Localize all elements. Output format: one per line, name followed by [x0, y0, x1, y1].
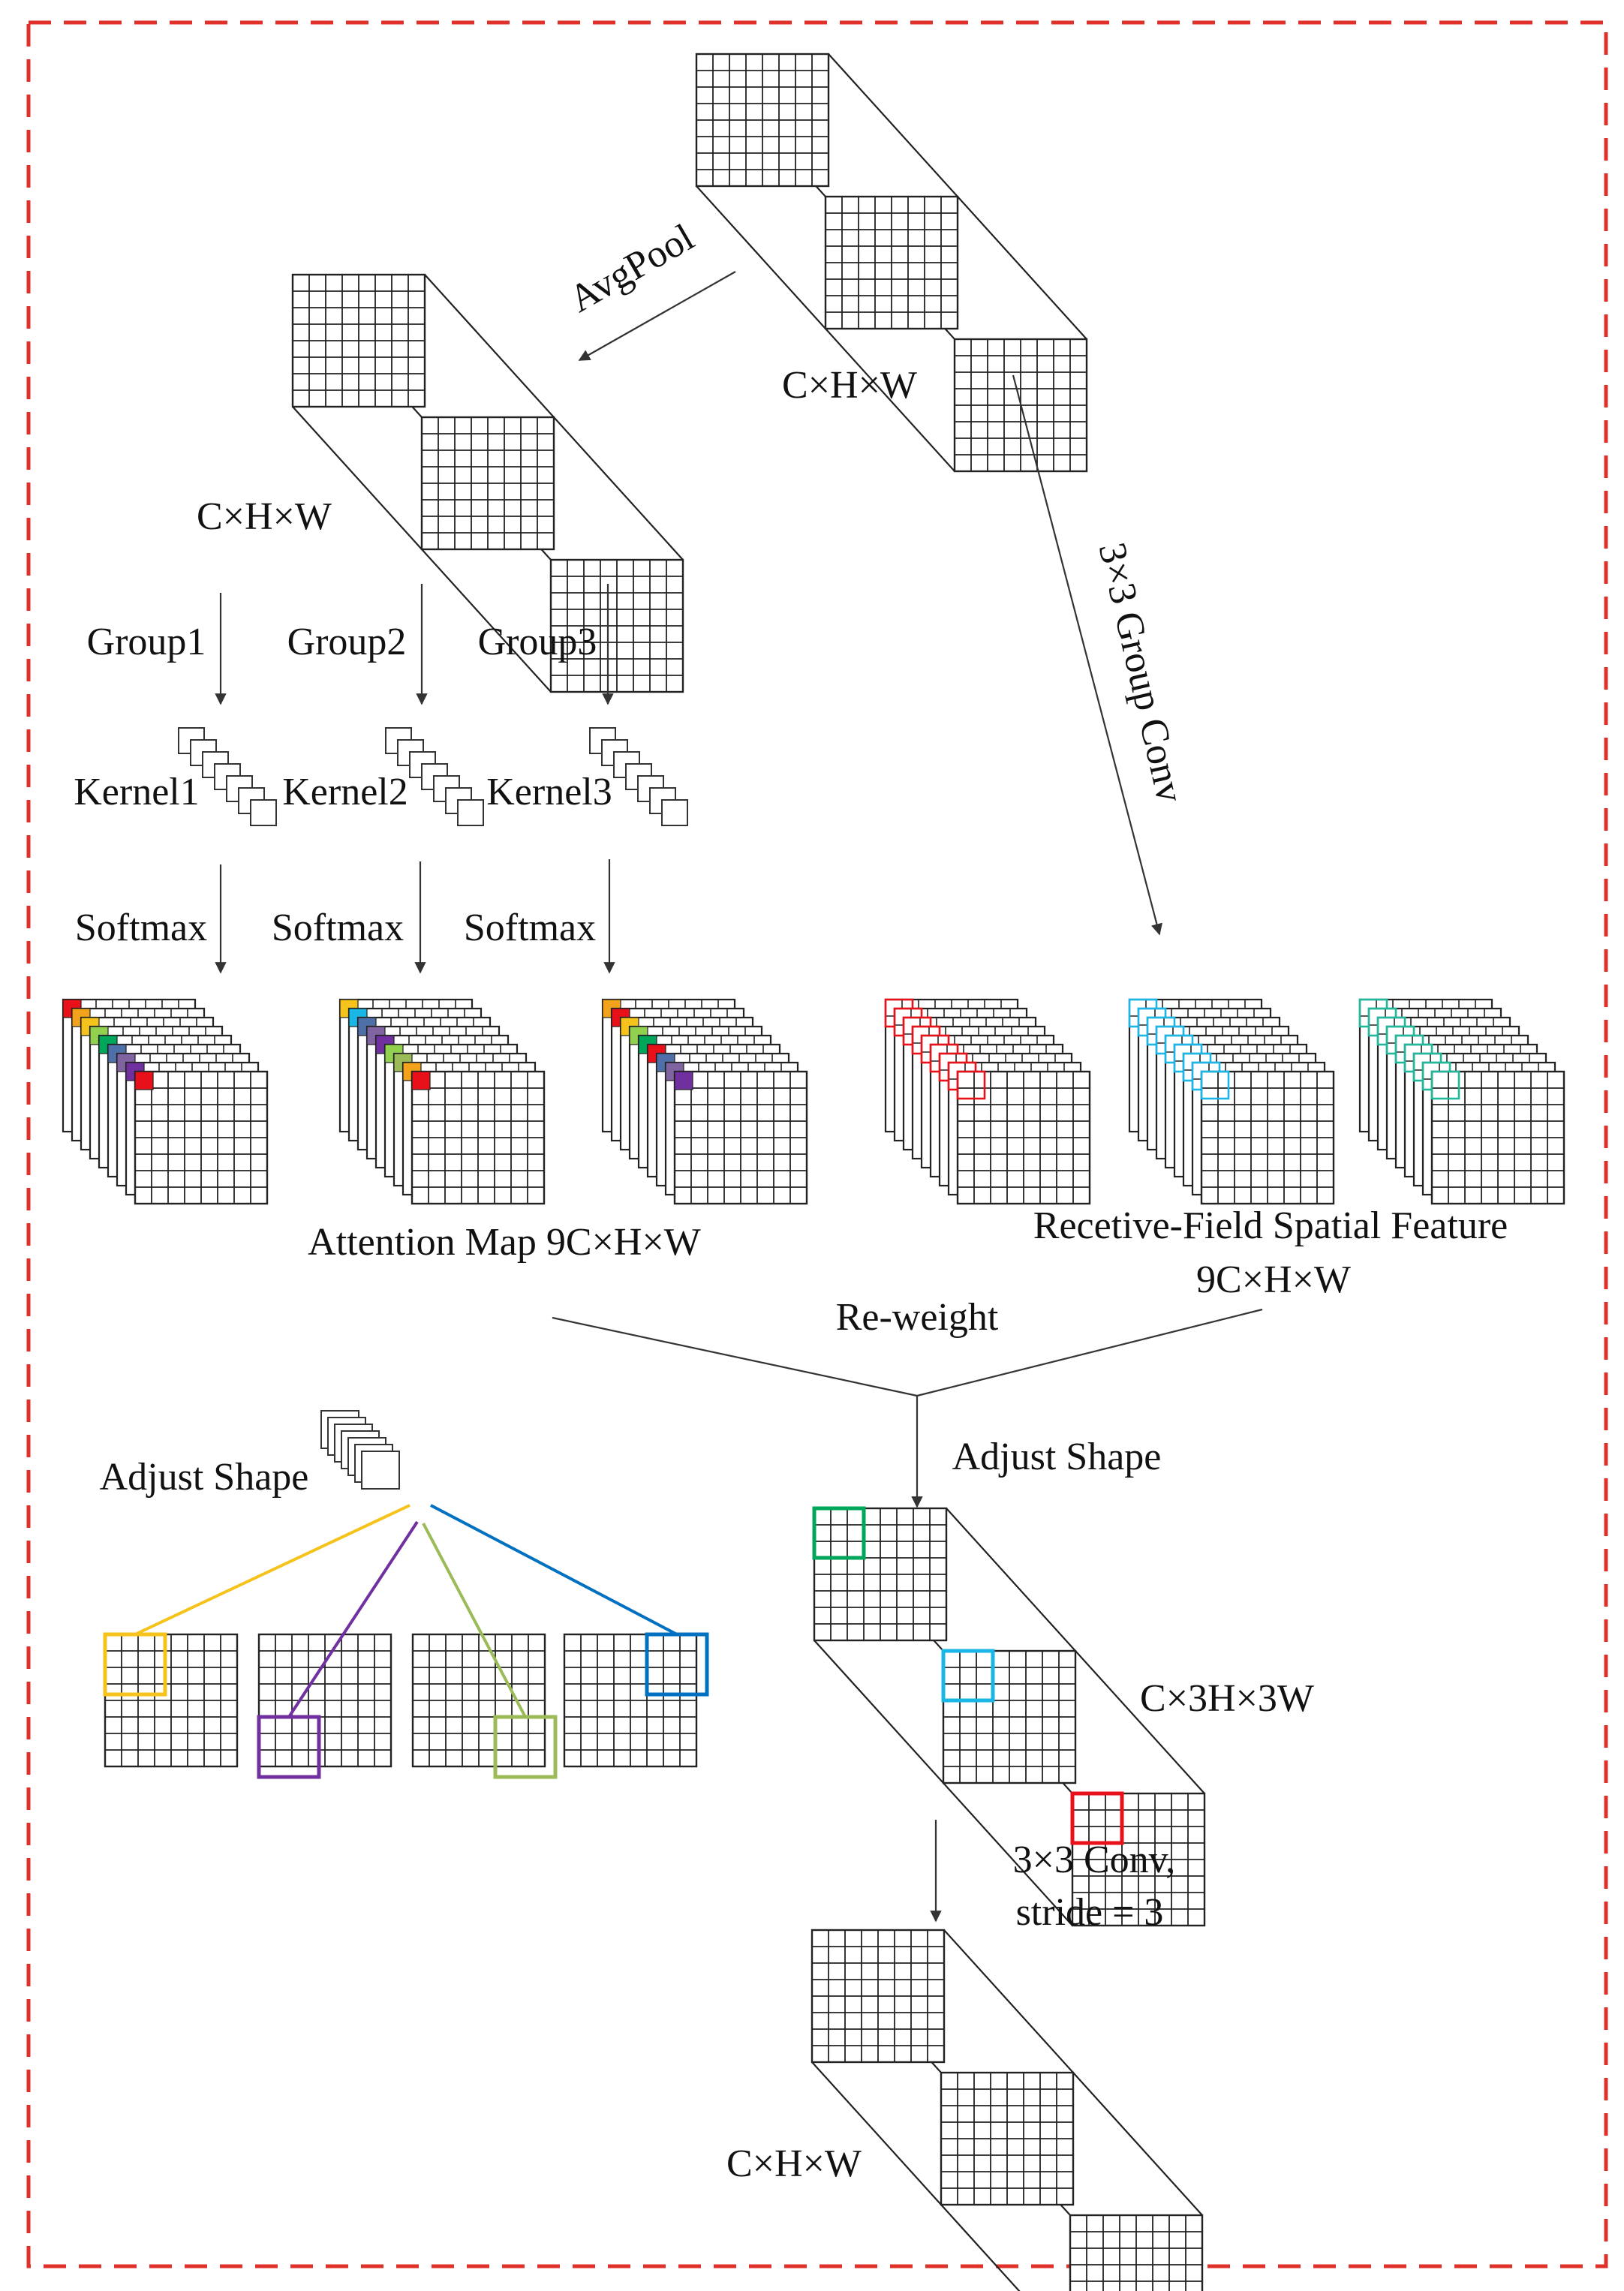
- spatial-grid-4: [563, 1633, 698, 1768]
- window-highlight-cyan: [941, 1649, 995, 1703]
- softmax1-label: Softmax: [75, 906, 207, 949]
- reweight-label: Re-weight: [836, 1296, 999, 1339]
- group-conv-arrow: [1012, 374, 1162, 936]
- connector-purple: [287, 1520, 419, 1718]
- conv-stride-label-line2: stride = 3: [1016, 1891, 1164, 1934]
- adjust-shape-right-label: Adjust Shape: [952, 1436, 1162, 1478]
- spatial-grid-1: [104, 1633, 239, 1768]
- output-shape-label: C×H×W: [726, 2142, 862, 2185]
- avgpool-label: AvgPool: [562, 216, 701, 321]
- avgpool-arrow: [578, 271, 736, 361]
- expanded-shape-label: C×3H×3W: [1140, 1677, 1314, 1720]
- kernel2-label: Kernel2: [282, 771, 408, 813]
- conv-stride-label-line1: 3×3 Conv,: [1013, 1839, 1176, 1881]
- kernel3-label: Kernel3: [486, 771, 612, 813]
- input-tensor: [695, 53, 1088, 473]
- dashed-border: [26, 20, 1608, 2268]
- rf-feature-stack-3: [1358, 998, 1565, 1205]
- pooled-shape-label: C×H×W: [197, 495, 332, 538]
- rf-feature-stack-2: [1128, 998, 1335, 1205]
- kernel2-chain: [385, 727, 484, 826]
- reweight-line-right: [916, 1308, 1263, 1397]
- pooled-tensor: [291, 273, 684, 693]
- window-highlight-red: [1070, 1791, 1124, 1845]
- rf-feature-stack-1: [884, 998, 1091, 1205]
- group3-label: Group3: [478, 621, 597, 663]
- shape-layer: [62, 53, 1565, 2291]
- rf-feature-label: Recetive-Field Spatial Feature: [1033, 1204, 1508, 1247]
- expanded-tensor: [812, 1506, 1206, 1927]
- connector-olive: [422, 1523, 527, 1718]
- kernel1-label: Kernel1: [74, 771, 199, 813]
- group1-label: Group1: [87, 621, 206, 663]
- kernel1-chain: [178, 727, 277, 826]
- softmax3-label: Softmax: [464, 906, 596, 949]
- adjust-shape-kernel-chain: [320, 1410, 400, 1490]
- attention-stack-1: [62, 998, 269, 1205]
- group-conv-label: 3×3 Group Conv: [1090, 539, 1192, 807]
- softmax2-label: Softmax: [272, 906, 404, 949]
- spatial-grid-2: [257, 1633, 392, 1768]
- window-highlight-green: [812, 1506, 866, 1560]
- attention-stack-3: [601, 998, 808, 1205]
- connector-yellow: [134, 1504, 411, 1636]
- spatial-grid-3: [411, 1633, 546, 1768]
- attention-stack-2: [338, 998, 546, 1205]
- adjust-shape-left-label: Adjust Shape: [100, 1456, 309, 1499]
- output-tensor: [810, 1929, 1204, 2291]
- reweight-line-left: [552, 1316, 918, 1397]
- attention-map-label: Attention Map 9C×H×W: [308, 1221, 701, 1264]
- group2-label: Group2: [287, 621, 407, 663]
- kernel3-chain: [589, 727, 688, 826]
- input-shape-label: C×H×W: [782, 364, 917, 407]
- connector-blue: [430, 1504, 678, 1636]
- arrow-layer: [134, 271, 1263, 1923]
- rf-feature-shape-label: 9C×H×W: [1196, 1258, 1351, 1301]
